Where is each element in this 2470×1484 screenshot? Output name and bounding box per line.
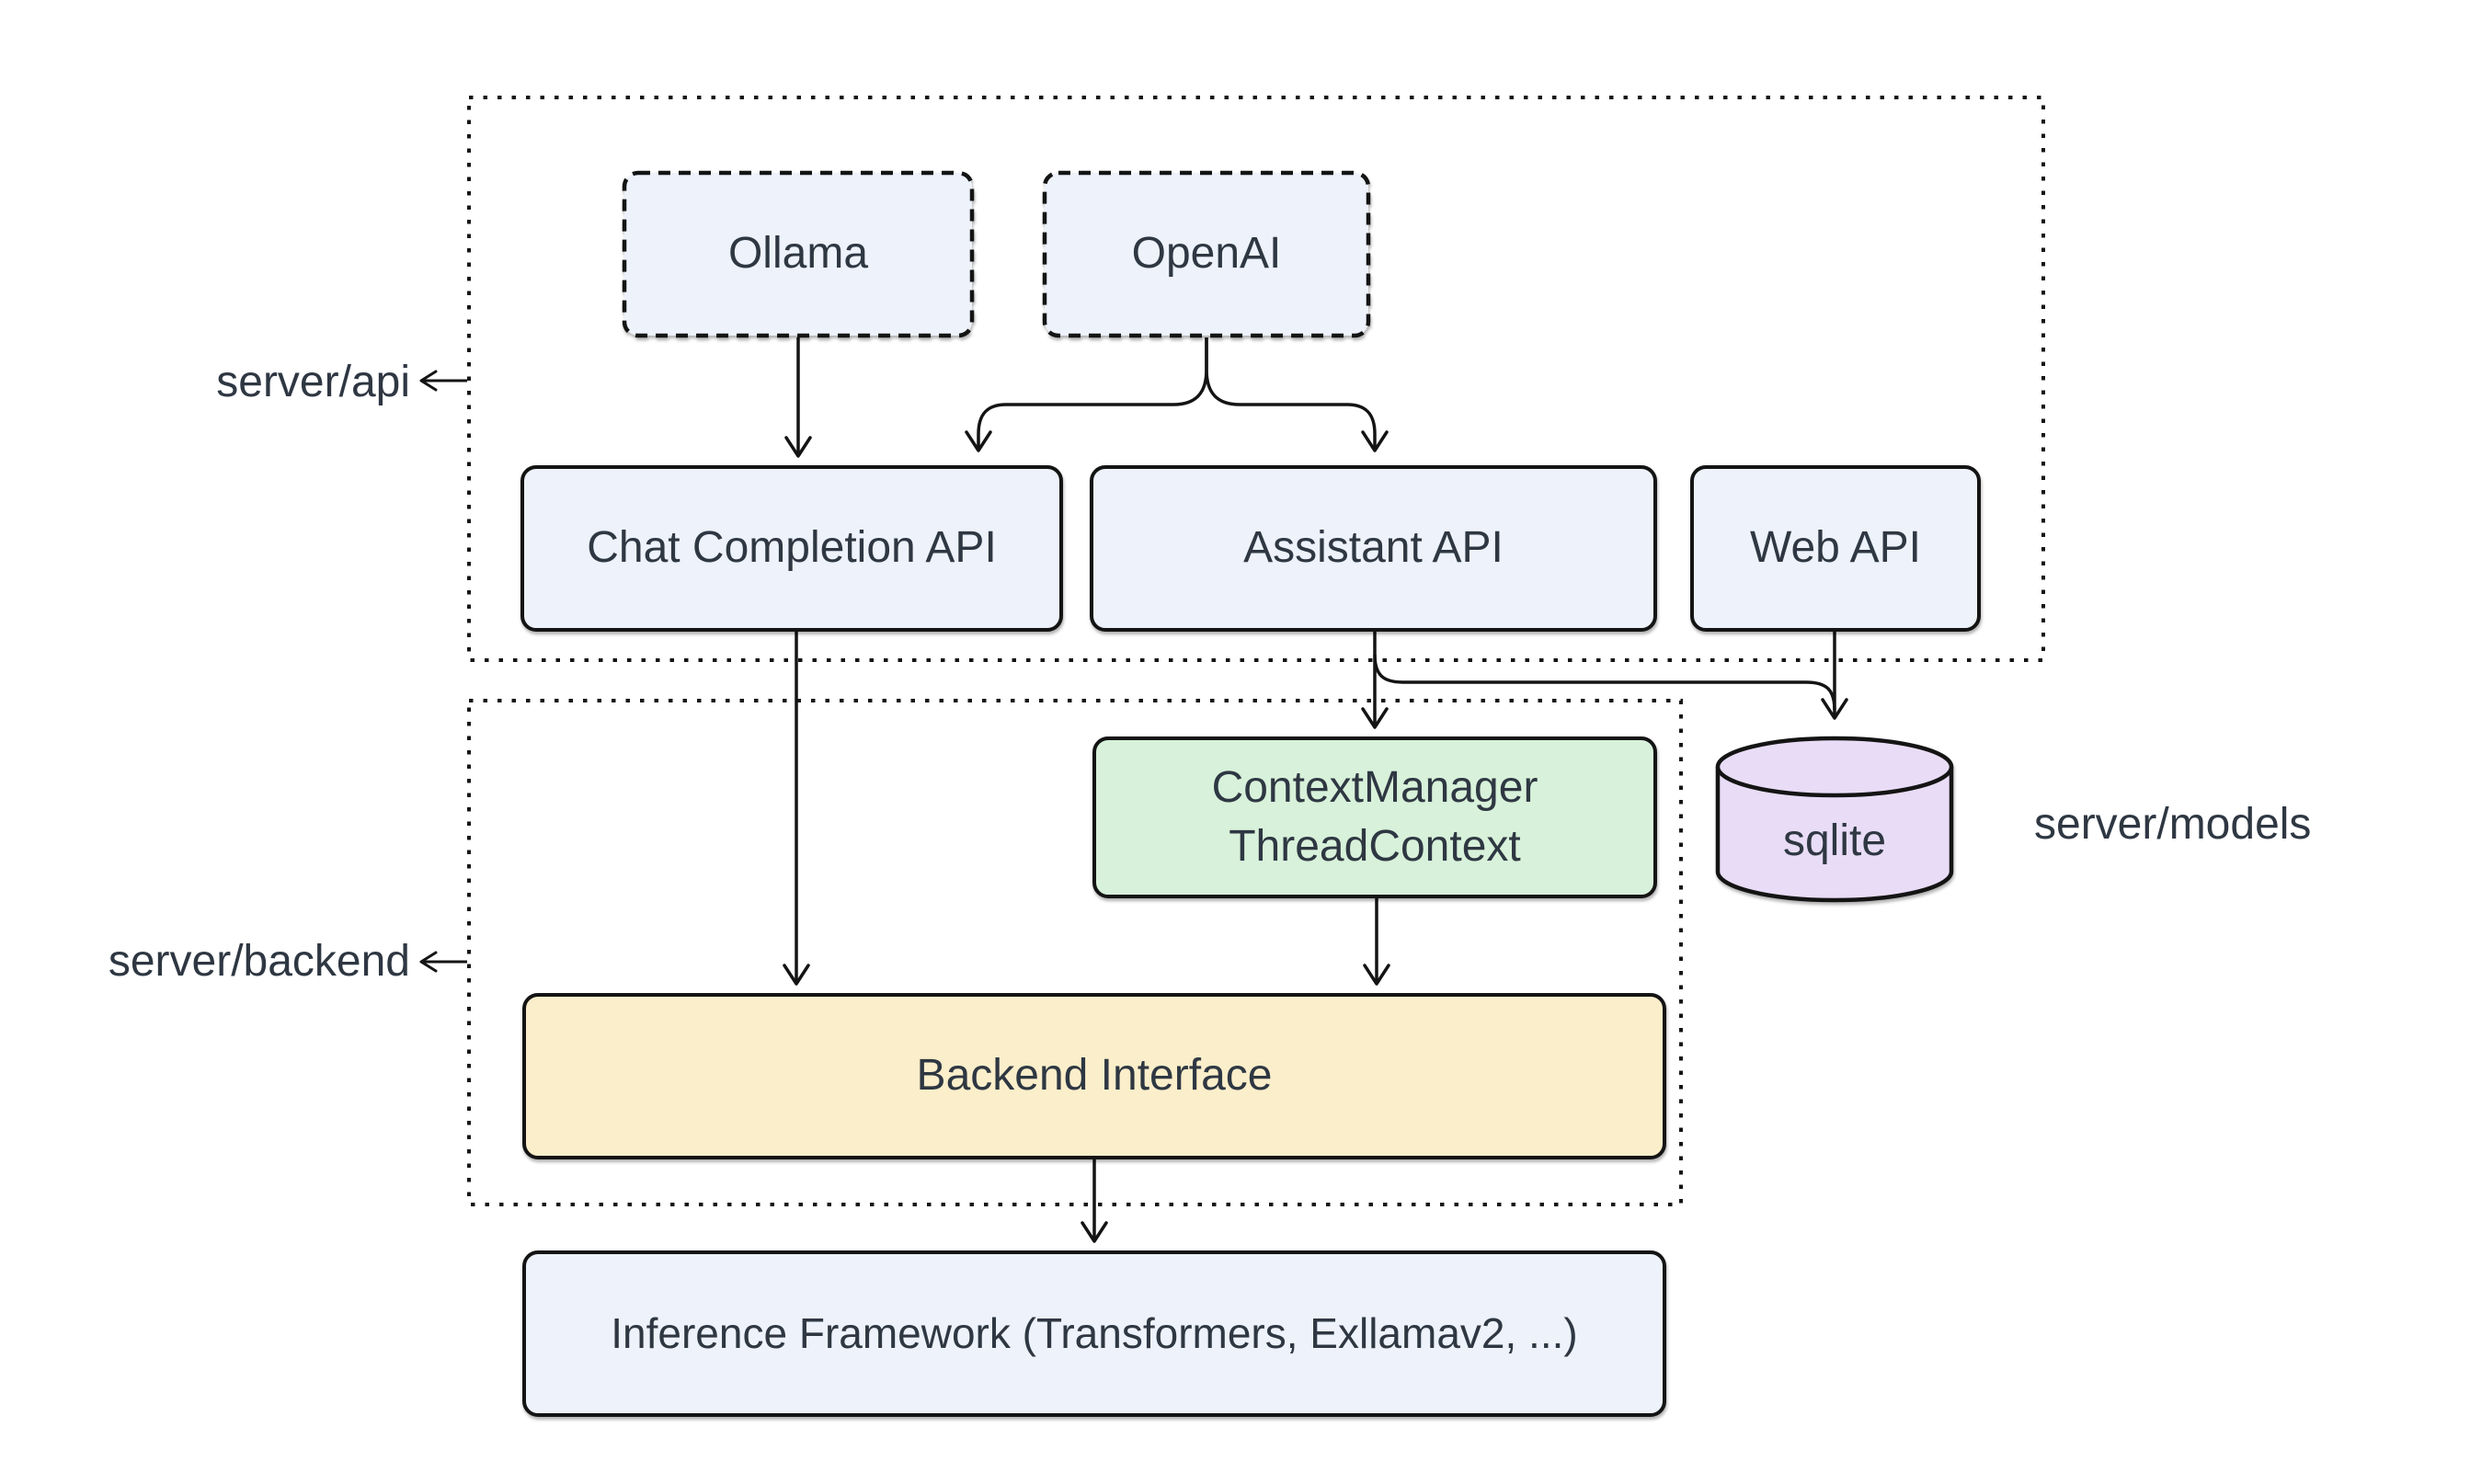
sqlite-cylinder-top bbox=[1715, 736, 1954, 798]
context-manager-label: ContextManager ThreadContext bbox=[1094, 738, 1655, 896]
edge-openai-to-chat bbox=[965, 337, 1208, 452]
backend-interface-box bbox=[522, 993, 1666, 1159]
assistant-api-box bbox=[1090, 465, 1657, 632]
web-api-box bbox=[1690, 465, 1981, 632]
sqlite-cylinder bbox=[1715, 736, 1954, 903]
nodes bbox=[520, 170, 1981, 1417]
context-manager-label-line2: ThreadContext bbox=[1229, 822, 1521, 871]
context-manager-label-line1: ContextManager bbox=[1211, 763, 1538, 812]
backend-interface-label: Backend Interface bbox=[916, 1051, 1273, 1101]
edges bbox=[783, 337, 1848, 1243]
sqlite-cylinder-body bbox=[1715, 767, 1954, 903]
ollama-box bbox=[622, 170, 975, 338]
assistant-api-label: Assistant API bbox=[1243, 523, 1504, 573]
edge-openai-to-assistant bbox=[1205, 337, 1389, 452]
edge-assistant-to-sqlite bbox=[1373, 654, 1836, 711]
chat-completion-api-box bbox=[520, 465, 1063, 632]
context-manager-box bbox=[1092, 736, 1657, 898]
openai-label: OpenAI bbox=[1131, 229, 1282, 279]
inference-framework-box bbox=[522, 1250, 1666, 1417]
server-api-container bbox=[467, 96, 2045, 662]
inference-framework-label: Inference Framework (Transformers, Exlla… bbox=[611, 1308, 1578, 1357]
sqlite-label: sqlite bbox=[1782, 816, 1887, 865]
web-api-label: Web API bbox=[1750, 523, 1921, 573]
server-backend-container bbox=[467, 699, 1683, 1206]
openai-box bbox=[1042, 170, 1371, 338]
server-models-label: server/models bbox=[2034, 799, 2312, 849]
server-api-label: server/api bbox=[216, 357, 410, 406]
server-backend-label: server/backend bbox=[108, 936, 410, 986]
chat-completion-api-label: Chat Completion API bbox=[587, 523, 997, 573]
ollama-label: Ollama bbox=[727, 229, 869, 279]
